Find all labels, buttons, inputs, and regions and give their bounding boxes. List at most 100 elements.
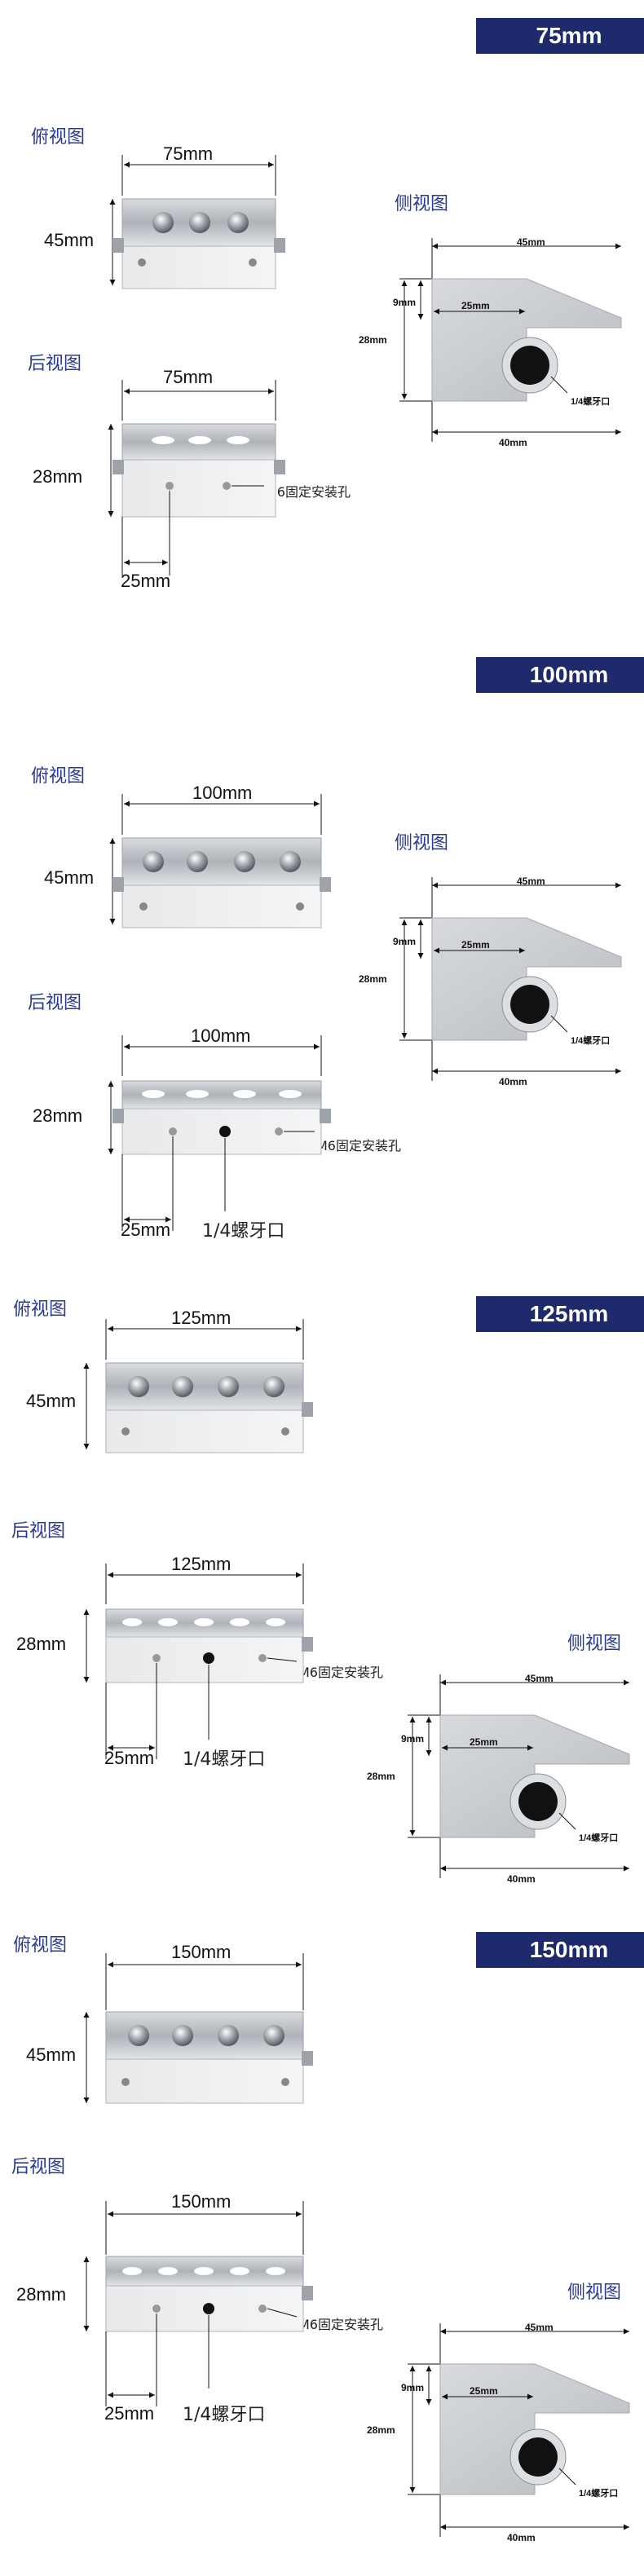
top-view-label: 俯视图	[31, 766, 86, 787]
side-width-dim: 45mm	[525, 1673, 554, 1684]
back-view-drawing	[108, 1035, 331, 1231]
port-icon	[219, 1126, 231, 1137]
side-height-dim: 28mm	[367, 2424, 395, 2436]
mount-hole-note: M6固定安装孔	[298, 1665, 383, 1680]
offset-dim: 25mm	[121, 1220, 171, 1240]
side-height-dim: 28mm	[359, 334, 387, 346]
nozzle-icon	[128, 1376, 149, 1397]
side-inner-dim: 25mm	[461, 939, 490, 951]
height-dim: 45mm	[44, 867, 95, 888]
size-badge: 100mm	[476, 657, 644, 693]
back-view-label: 后视图	[28, 354, 82, 374]
back-width-dim: 150mm	[171, 2191, 232, 2212]
top-view-label: 俯视图	[13, 1935, 68, 1956]
side-view-drawing	[408, 2323, 630, 2537]
nozzle-icon	[172, 1376, 193, 1397]
height-dim: 45mm	[44, 230, 95, 250]
side-view-drawing	[399, 877, 622, 1081]
back-view-label: 后视图	[28, 993, 82, 1013]
side-depth-dim: 9mm	[401, 1733, 425, 1745]
side-height-dim: 28mm	[359, 973, 387, 985]
back-view-label: 后视图	[11, 2157, 66, 2177]
side-depth-dim: 9mm	[393, 936, 417, 947]
side-inner-dim: 25mm	[470, 2385, 498, 2397]
size-badge: 125mm	[476, 1296, 644, 1332]
side-inner-dim: 25mm	[461, 300, 490, 311]
side-port-note: 1/4螺牙口	[571, 1036, 611, 1046]
nozzle-icon	[172, 2025, 193, 2046]
side-inner-dim: 25mm	[470, 1736, 498, 1748]
top-width-dim: 150mm	[171, 1942, 232, 1962]
nozzle-icon	[143, 851, 164, 872]
offset-dim: 25mm	[104, 1748, 155, 1768]
side-port-note: 1/4螺牙口	[579, 2489, 619, 2499]
side-bottom-dim: 40mm	[507, 2532, 536, 2543]
top-width-dim: 75mm	[163, 143, 214, 164]
nozzle-icon	[218, 2025, 239, 2046]
side-bottom-dim: 40mm	[499, 1076, 527, 1087]
top-width-dim: 125mm	[171, 1308, 232, 1328]
nozzle-icon	[187, 851, 208, 872]
mount-hole-note: M6固定安装孔	[316, 1138, 401, 1153]
nozzle-icon	[152, 212, 174, 233]
top-width-dim: 100mm	[192, 783, 253, 803]
nozzle-icon	[263, 1376, 285, 1397]
side-view-drawing	[399, 238, 622, 442]
side-depth-dim: 9mm	[401, 2382, 425, 2393]
height-dim: 45mm	[26, 1391, 77, 1411]
back-view-drawing	[108, 380, 285, 576]
thread-port-note: 1/4螺牙口	[202, 1221, 285, 1242]
thread-port-note: 1/4螺牙口	[183, 1749, 266, 1770]
nozzle-icon	[263, 2025, 285, 2046]
port-icon	[203, 1652, 214, 1664]
side-view-label: 侧视图	[567, 1634, 622, 1654]
back-view-drawing	[83, 1564, 313, 1759]
side-bottom-dim: 40mm	[507, 1873, 536, 1885]
offset-dim: 25mm	[121, 571, 171, 591]
back-view-drawing	[83, 2201, 313, 2406]
nozzle-icon	[189, 212, 210, 233]
side-port-note: 1/4螺牙口	[579, 1833, 619, 1843]
mount-hole-note: M6固定安装孔	[298, 2317, 383, 2332]
top-view-label: 俯视图	[13, 1299, 68, 1320]
port-icon	[203, 2303, 214, 2314]
top-view-drawing	[109, 155, 285, 289]
side-width-dim: 45mm	[517, 876, 545, 887]
port-icon	[518, 1782, 558, 1821]
side-depth-dim: 9mm	[393, 297, 417, 308]
back-width-dim: 100mm	[191, 1026, 251, 1046]
nozzle-icon	[128, 2025, 149, 2046]
back-view-label: 后视图	[11, 1521, 66, 1542]
port-icon	[518, 2437, 558, 2477]
side-width-dim: 45mm	[517, 236, 545, 248]
size-badge: 75mm	[476, 18, 644, 54]
top-view-drawing	[83, 1319, 313, 1453]
port-icon	[510, 346, 549, 385]
top-view-drawing	[109, 794, 331, 929]
side-port-note: 1/4螺牙口	[571, 397, 611, 407]
side-width-dim: 45mm	[525, 2322, 554, 2333]
side-view-label: 侧视图	[395, 194, 449, 214]
back-width-dim: 125mm	[171, 1554, 232, 1574]
back-height-dim: 28mm	[16, 2284, 67, 2305]
port-icon	[510, 985, 549, 1024]
back-height-dim: 28mm	[33, 1105, 83, 1126]
mount-hole-note: M6固定安装孔	[266, 484, 351, 500]
nozzle-icon	[227, 212, 249, 233]
side-view-drawing	[408, 1674, 630, 1878]
size-badge: 150mm	[476, 1932, 644, 1968]
back-width-dim: 75mm	[163, 367, 214, 387]
nozzle-icon	[234, 851, 255, 872]
nozzle-icon	[218, 1376, 239, 1397]
side-view-label: 侧视图	[395, 833, 449, 854]
top-view-drawing	[83, 1953, 313, 2104]
top-view-label: 俯视图	[31, 127, 86, 148]
back-height-dim: 28mm	[33, 466, 83, 487]
offset-dim: 25mm	[104, 2403, 155, 2424]
thread-port-note: 1/4螺牙口	[183, 2405, 266, 2425]
side-view-label: 侧视图	[567, 2283, 622, 2303]
side-height-dim: 28mm	[367, 1771, 395, 1782]
side-bottom-dim: 40mm	[499, 437, 527, 448]
back-height-dim: 28mm	[16, 1634, 67, 1654]
nozzle-icon	[280, 851, 301, 872]
